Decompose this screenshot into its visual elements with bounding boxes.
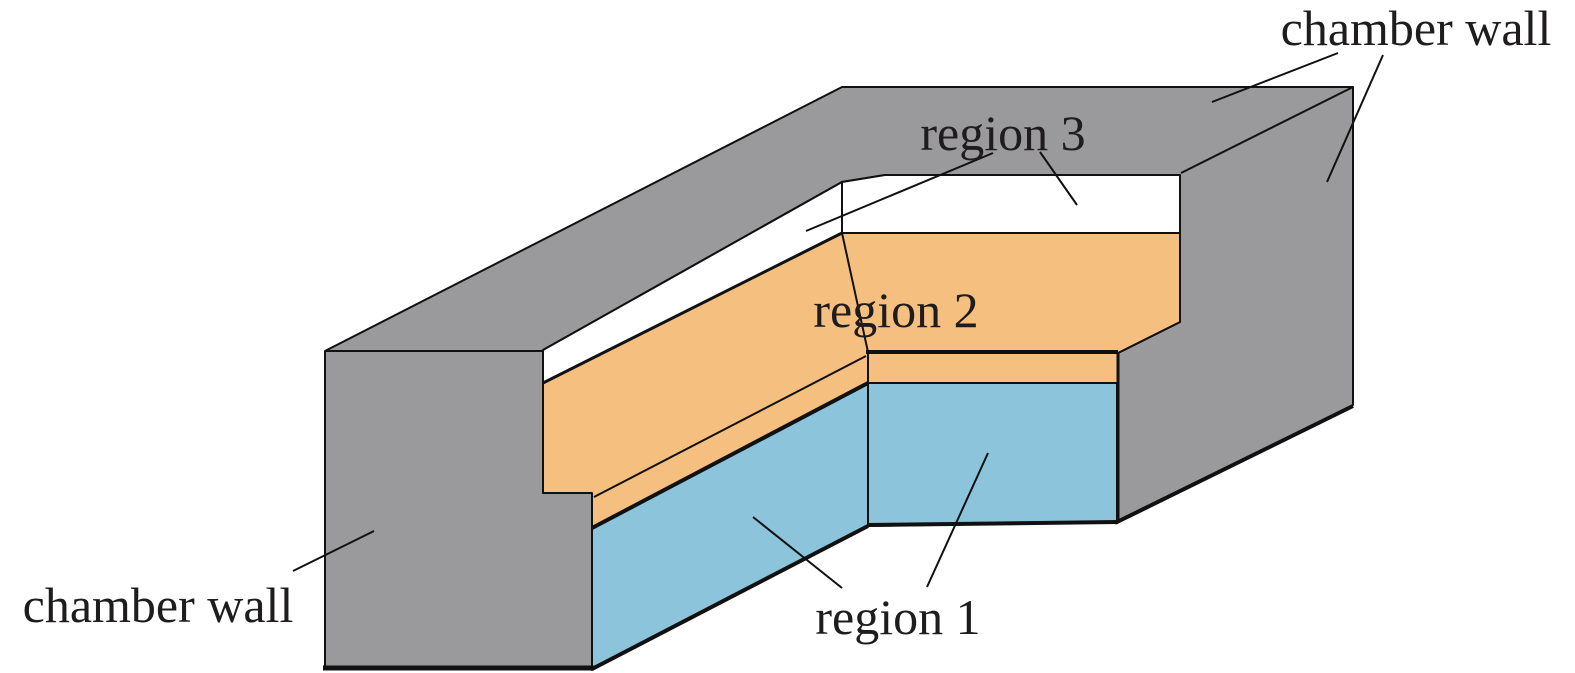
region3-right-band <box>841 174 1181 234</box>
label-chamber-wall-bottom: chamber wall <box>23 577 294 633</box>
leader-line-chamber-wall-top-left <box>1211 52 1339 103</box>
region2-region3-boundary-edge <box>542 231 843 385</box>
leader-line-region1-right <box>926 452 989 588</box>
leader-line-chamber-wall-bottom <box>292 530 375 572</box>
label-region3: region 3 <box>920 105 1085 161</box>
region2-corner-edge <box>841 232 869 353</box>
leader-line-region1-left <box>752 516 843 589</box>
region1-region2-boundary-edge <box>591 381 869 530</box>
leader-line-chamber-wall-top-right <box>1326 54 1384 183</box>
region1-left-band-bottom-edge <box>591 524 869 671</box>
wall-right-bottom-edge <box>1114 404 1354 525</box>
region1-front-bottom-edge <box>867 520 1119 527</box>
leader-line-region3-right <box>1039 151 1078 206</box>
label-region2: region 2 <box>813 282 978 338</box>
label-region1: region 1 <box>815 589 980 645</box>
label-chamber-wall-top: chamber wall <box>1281 0 1552 56</box>
leader-line-region3-left <box>805 152 994 232</box>
region2-thin-interface-line <box>593 355 867 498</box>
wall-right-inner-top-edge <box>1180 86 1354 174</box>
